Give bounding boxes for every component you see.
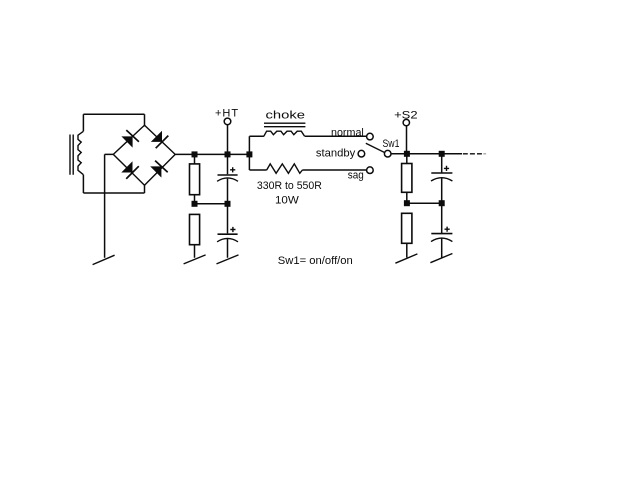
svg-text:+S2: +S2 (394, 109, 418, 121)
svg-text:10W: 10W (275, 195, 299, 207)
svg-text:choke: choke (266, 109, 306, 121)
svg-text:+HT: +HT (215, 107, 238, 119)
svg-text:normal: normal (331, 127, 364, 139)
svg-text:standby: standby (316, 148, 356, 160)
svg-text:Sw1: Sw1 (383, 138, 400, 150)
svg-text:sag: sag (348, 170, 364, 182)
svg-text:Sw1= on/off/on: Sw1= on/off/on (278, 255, 353, 267)
svg-text:330R to 550R: 330R to 550R (257, 180, 322, 192)
